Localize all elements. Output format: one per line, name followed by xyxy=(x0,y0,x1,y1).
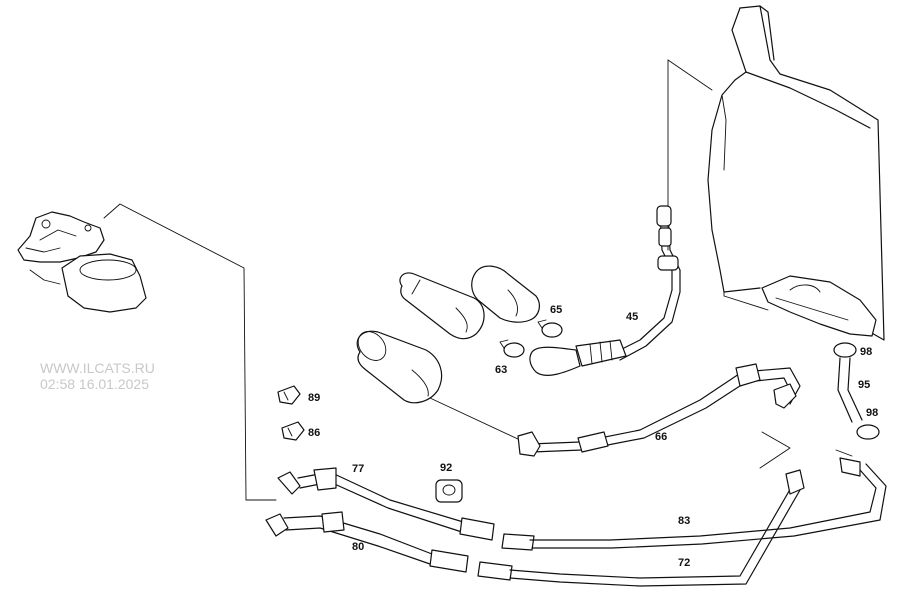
leader-line-83 xyxy=(835,449,853,457)
fuel-line-72[interactable] xyxy=(477,469,805,587)
watermark-site: WWW.ILCATS.RU xyxy=(40,360,155,376)
callout-89[interactable]: 89 xyxy=(308,392,320,404)
fuel-line-66[interactable] xyxy=(517,363,801,457)
fuel-filter-small-1[interactable] xyxy=(399,272,485,340)
fuel-filter-small-2[interactable] xyxy=(471,265,540,323)
callout-83[interactable]: 83 xyxy=(678,515,690,527)
callout-77[interactable]: 77 xyxy=(352,463,364,475)
leader-line-tank-top xyxy=(667,59,713,91)
clip-89[interactable] xyxy=(277,385,301,405)
callout-65[interactable]: 65 xyxy=(550,304,562,316)
fuel-line-80[interactable] xyxy=(265,511,469,573)
hose-clamp-98-lower[interactable] xyxy=(856,424,880,440)
fuel-line-45[interactable] xyxy=(529,205,681,376)
callout-95[interactable]: 95 xyxy=(858,379,870,391)
leader-line-72 xyxy=(759,431,791,469)
callout-72[interactable]: 72 xyxy=(678,557,690,569)
watermark: WWW.ILCATS.RU 02:58 16.01.2025 xyxy=(40,360,155,392)
hose-clamp-65[interactable] xyxy=(537,319,563,338)
callout-92[interactable]: 92 xyxy=(440,462,452,474)
callout-63[interactable]: 63 xyxy=(495,364,507,376)
callout-80[interactable]: 80 xyxy=(352,541,364,553)
hose-clamp-98-upper[interactable] xyxy=(833,342,857,358)
fuel-tank[interactable] xyxy=(707,5,885,341)
fuel-line-77[interactable] xyxy=(277,467,495,541)
callout-45[interactable]: 45 xyxy=(626,311,638,323)
fuel-filter-large[interactable] xyxy=(353,326,443,404)
hose-clamp-63[interactable] xyxy=(499,339,525,358)
leader-line-pump xyxy=(103,203,277,501)
watermark-datetime: 02:58 16.01.2025 xyxy=(40,376,149,392)
callout-98-lower[interactable]: 98 xyxy=(866,407,878,419)
leader-line-tank-bottom xyxy=(723,291,769,311)
grommet-92[interactable] xyxy=(435,479,463,503)
leader-line-filter xyxy=(429,397,521,441)
callout-98-upper[interactable]: 98 xyxy=(860,346,872,358)
fuel-line-83[interactable] xyxy=(501,457,887,551)
callout-86[interactable]: 86 xyxy=(308,427,320,439)
fuel-hose-95[interactable] xyxy=(837,357,863,423)
callout-66[interactable]: 66 xyxy=(655,431,667,443)
injection-pump-assembly[interactable] xyxy=(17,211,147,313)
clip-86[interactable] xyxy=(281,421,305,441)
